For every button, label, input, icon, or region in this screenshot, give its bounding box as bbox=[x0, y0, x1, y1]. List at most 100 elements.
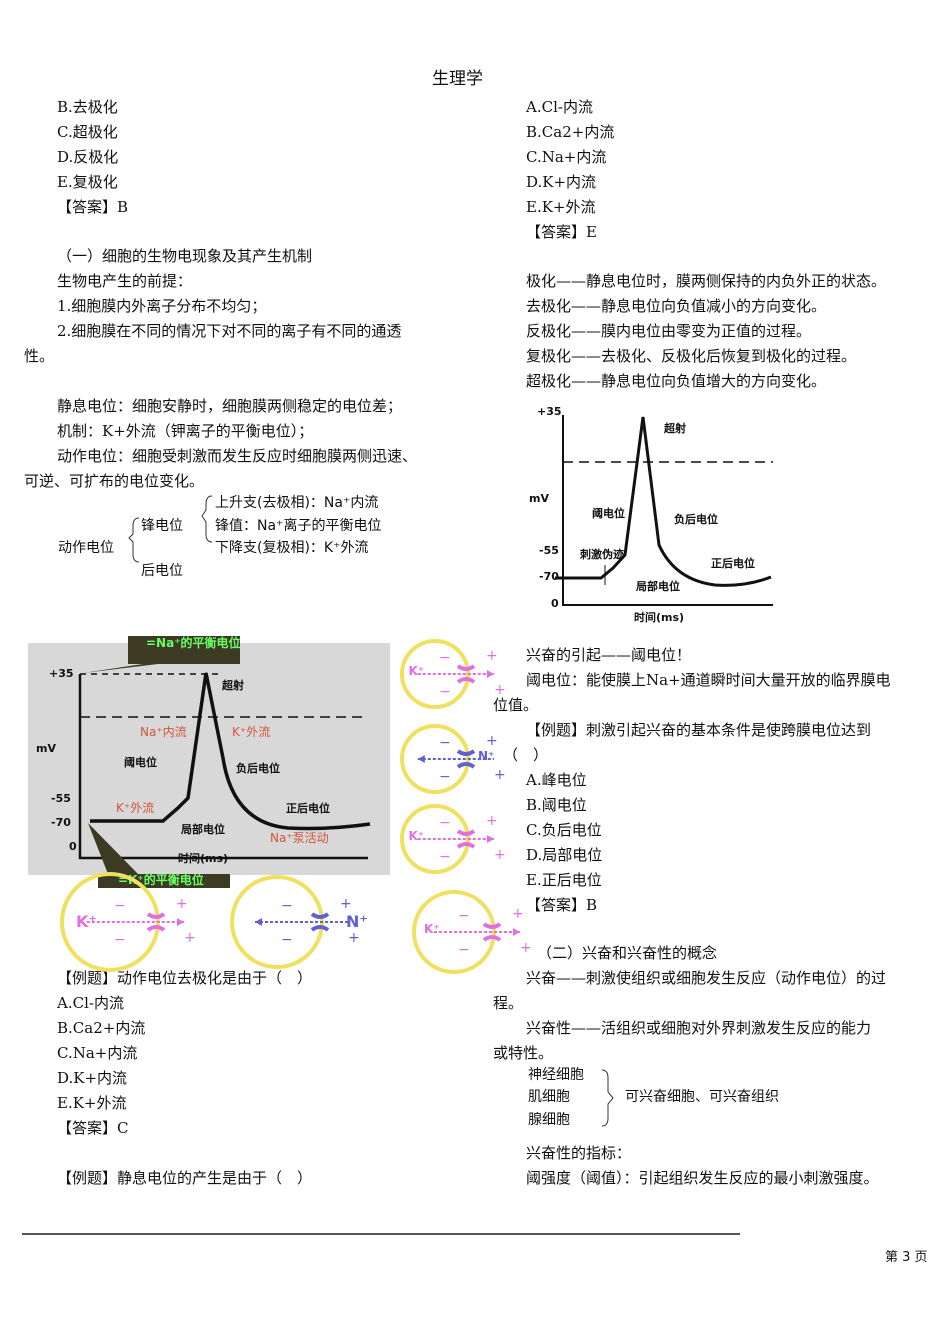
text-line: 【例题】动作电位去极化是由于（ ） bbox=[57, 969, 313, 987]
text-line: 【例题】刺激引起兴奋的基本条件是使跨膜电位达到 bbox=[526, 721, 872, 739]
text-line: C.超极化 bbox=[57, 123, 118, 141]
label: 正后电位 bbox=[286, 802, 330, 815]
text-line: E.正后电位 bbox=[526, 871, 602, 889]
x-label: 时间(ms) bbox=[178, 852, 229, 865]
text-line: 程。 bbox=[493, 994, 524, 1012]
text-line: 【答案】B bbox=[57, 198, 129, 216]
tick: -70 bbox=[51, 816, 71, 829]
ion-channel-cell: + + − − K⁺ bbox=[398, 637, 524, 713]
tick: +35 bbox=[49, 667, 74, 680]
svg-text:−: − bbox=[439, 815, 451, 831]
text-line: B.阈电位 bbox=[526, 796, 587, 814]
text-line: 兴奋的引起——阈电位！ bbox=[526, 646, 692, 664]
text-line: （ ） bbox=[503, 746, 549, 764]
label: 局部电位 bbox=[636, 580, 680, 593]
svg-text:−: − bbox=[439, 769, 451, 785]
small-curve bbox=[555, 415, 773, 606]
text-line: D.K+内流 bbox=[57, 1069, 128, 1087]
cell-membrane-icon: + + − − bbox=[412, 890, 532, 974]
text-line: A.峰电位 bbox=[526, 771, 587, 789]
text-line: 去极化——静息电位向负值减小的方向变化。 bbox=[526, 297, 827, 315]
y-label: mV bbox=[529, 492, 549, 505]
text-line: 反极化——膜内电位由零变为正值的过程。 bbox=[526, 322, 812, 340]
svg-text:+: + bbox=[520, 940, 532, 956]
text-line: （二）兴奋和兴奋性的概念 bbox=[537, 944, 718, 962]
label: 刺激伪迹 bbox=[580, 548, 624, 561]
cell-membrane-icon: + + − − bbox=[400, 804, 506, 874]
tree-rise: 上升支(去极相)：Na⁺内流 bbox=[215, 495, 379, 511]
text-line: 兴奋性的指标： bbox=[526, 1144, 632, 1162]
text-line: B.去极化 bbox=[57, 98, 118, 116]
ion-channel-cell: + + − − N⁺ bbox=[398, 722, 524, 798]
label: 阈电位 bbox=[124, 756, 157, 769]
text-line: C.Na+内流 bbox=[57, 1044, 138, 1062]
ion-label: K⁺ bbox=[408, 664, 425, 678]
x-label: 时间(ms) bbox=[634, 611, 685, 624]
label: Na⁺内流 bbox=[140, 725, 187, 739]
tree-fall: 下降支(复极相)：K⁺外流 bbox=[215, 540, 369, 556]
text-line: A.Cl-内流 bbox=[526, 98, 593, 116]
text-line: 兴奋——刺激使组织或细胞发生反应（动作电位）的过 bbox=[526, 969, 887, 987]
cell-membrane-icon: + + − − bbox=[60, 872, 196, 972]
svg-text:+: + bbox=[340, 896, 352, 912]
text-line: E.K+外流 bbox=[57, 1094, 127, 1112]
svg-text:+: + bbox=[494, 682, 506, 698]
svg-text:+: + bbox=[486, 813, 498, 829]
text-line: 兴奋性——活组织或细胞对外界刺激发生反应的能力 bbox=[526, 1019, 872, 1037]
text-line: E.K+外流 bbox=[526, 198, 596, 216]
text-line: 或特性。 bbox=[493, 1044, 554, 1062]
text-line: 2.细胞膜在不同的情况下对不同的离子有不同的通透 bbox=[57, 322, 402, 340]
text-line: 【答案】E bbox=[526, 223, 597, 241]
brace bbox=[601, 1069, 614, 1127]
label: K⁺外流 bbox=[232, 725, 271, 739]
ion-channel-cell: + + − − K⁺ bbox=[58, 870, 214, 976]
svg-text:+: + bbox=[184, 930, 196, 946]
text-line: 生物电产生的前提： bbox=[57, 272, 193, 290]
text-line: 【例题】静息电位的产生是由于（ ） bbox=[57, 1169, 313, 1187]
label: 超射 bbox=[222, 679, 244, 692]
na-callout: =Na⁺的平衡电位 bbox=[146, 636, 241, 650]
label: 正后电位 bbox=[711, 557, 755, 570]
svg-text:−: − bbox=[114, 932, 126, 948]
text-line: C.Na+内流 bbox=[526, 148, 607, 166]
text-line: 【答案】C bbox=[57, 1119, 129, 1137]
svg-text:−: − bbox=[281, 932, 293, 948]
text-line: 超极化——静息电位向负值增大的方向变化。 bbox=[526, 372, 827, 390]
text-line: C.负后电位 bbox=[526, 821, 602, 839]
y-label: mV bbox=[36, 742, 56, 755]
label: 局部电位 bbox=[181, 823, 225, 836]
label: 负后电位 bbox=[674, 513, 718, 526]
ion-channel-cell: + + − − K⁺ bbox=[398, 802, 524, 878]
cell-membrane-icon: + + − − bbox=[400, 639, 506, 709]
label: Na⁺泵活动 bbox=[270, 831, 329, 845]
svg-text:−: − bbox=[439, 650, 451, 666]
text-line: D.反极化 bbox=[57, 148, 119, 166]
ion-label: K⁺ bbox=[408, 829, 425, 843]
text-line: 神经细胞 bbox=[528, 1067, 584, 1083]
svg-text:−: − bbox=[439, 684, 451, 700]
text-line: 动作电位：细胞受刺激而发生反应时细胞膜两侧迅速、 bbox=[57, 447, 418, 465]
text-line: 复极化——去极化、反极化后恢复到极化的过程。 bbox=[526, 347, 857, 365]
svg-text:+: + bbox=[494, 767, 506, 783]
text-line: 机制：K+外流（钾离子的平衡电位）； bbox=[57, 422, 314, 440]
large-curve bbox=[78, 636, 371, 888]
text-line: 阈电位：能使膜上Na+通道瞬时间大量开放的临界膜电 bbox=[526, 671, 891, 689]
svg-text:+: + bbox=[348, 930, 360, 946]
label: K⁺外流 bbox=[116, 801, 155, 815]
text-line: B.Ca2+内流 bbox=[526, 123, 615, 141]
svg-text:−: − bbox=[114, 898, 126, 914]
text-line: （一）细胞的生物电现象及其产生机制 bbox=[57, 247, 313, 265]
tick: +35 bbox=[537, 405, 562, 418]
svg-text:+: + bbox=[494, 847, 506, 863]
tick: -55 bbox=[51, 792, 71, 805]
page-title: 生理学 bbox=[432, 69, 483, 89]
tick: 0 bbox=[551, 597, 559, 610]
label: 负后电位 bbox=[236, 762, 280, 775]
ion-label: N⁺ bbox=[346, 912, 368, 931]
text-line: 静息电位：细胞安静时，细胞膜两侧稳定的电位差； bbox=[57, 397, 403, 415]
tick: -70 bbox=[539, 570, 559, 583]
text-line: 肌细胞 bbox=[528, 1089, 570, 1105]
text-line: E.复极化 bbox=[57, 173, 118, 191]
tick: 0 bbox=[69, 840, 77, 853]
tree-peak: 锋值：Na⁺离子的平衡电位 bbox=[215, 518, 382, 534]
